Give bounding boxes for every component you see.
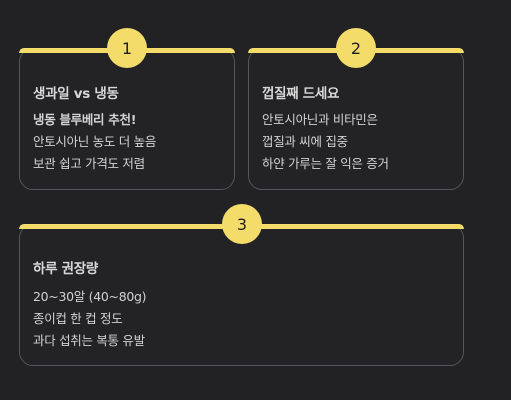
card-line: 안토시아닌 농도 더 높음	[33, 134, 157, 149]
card-line: 껍질과 씨에 집중	[262, 134, 348, 149]
card-line: 20~30알 (40~80g)	[33, 289, 147, 304]
card-line: 보관 쉽고 가격도 저렴	[33, 156, 145, 171]
card-title: 생과일 vs 냉동	[33, 86, 119, 102]
step-number-badge: 3	[222, 204, 262, 244]
card-line: 하얀 가루는 잘 익은 증거	[262, 156, 389, 171]
card-title: 껍질째 드세요	[262, 86, 340, 102]
tip-card-1: 1 생과일 vs 냉동 냉동 블루베리 추천! 안토시아닌 농도 더 높음 보관…	[19, 28, 235, 190]
step-number-badge: 1	[107, 28, 147, 68]
card-body: 냉동 블루베리 추천! 안토시아닌 농도 더 높음 보관 쉽고 가격도 저렴	[33, 109, 156, 175]
step-number-badge: 2	[336, 28, 376, 68]
card-body: 안토시아닌과 비타민은 껍질과 씨에 집중 하얀 가루는 잘 익은 증거	[262, 109, 389, 175]
card-line: 냉동 블루베리 추천!	[33, 112, 137, 127]
card-body: 20~30알 (40~80g) 종이컵 한 컵 정도 과다 섭취는 복통 유발	[33, 286, 147, 352]
card-title: 하루 권장량	[33, 261, 98, 277]
card-line: 안토시아닌과 비타민은	[262, 112, 378, 127]
tip-card-3: 3 하루 권장량 20~30알 (40~80g) 종이컵 한 컵 정도 과다 섭…	[19, 204, 464, 366]
tip-card-2: 2 껍질째 드세요 안토시아닌과 비타민은 껍질과 씨에 집중 하얀 가루는 잘…	[248, 28, 464, 190]
card-line: 과다 섭취는 복통 유발	[33, 333, 145, 348]
card-line: 종이컵 한 컵 정도	[33, 311, 123, 326]
